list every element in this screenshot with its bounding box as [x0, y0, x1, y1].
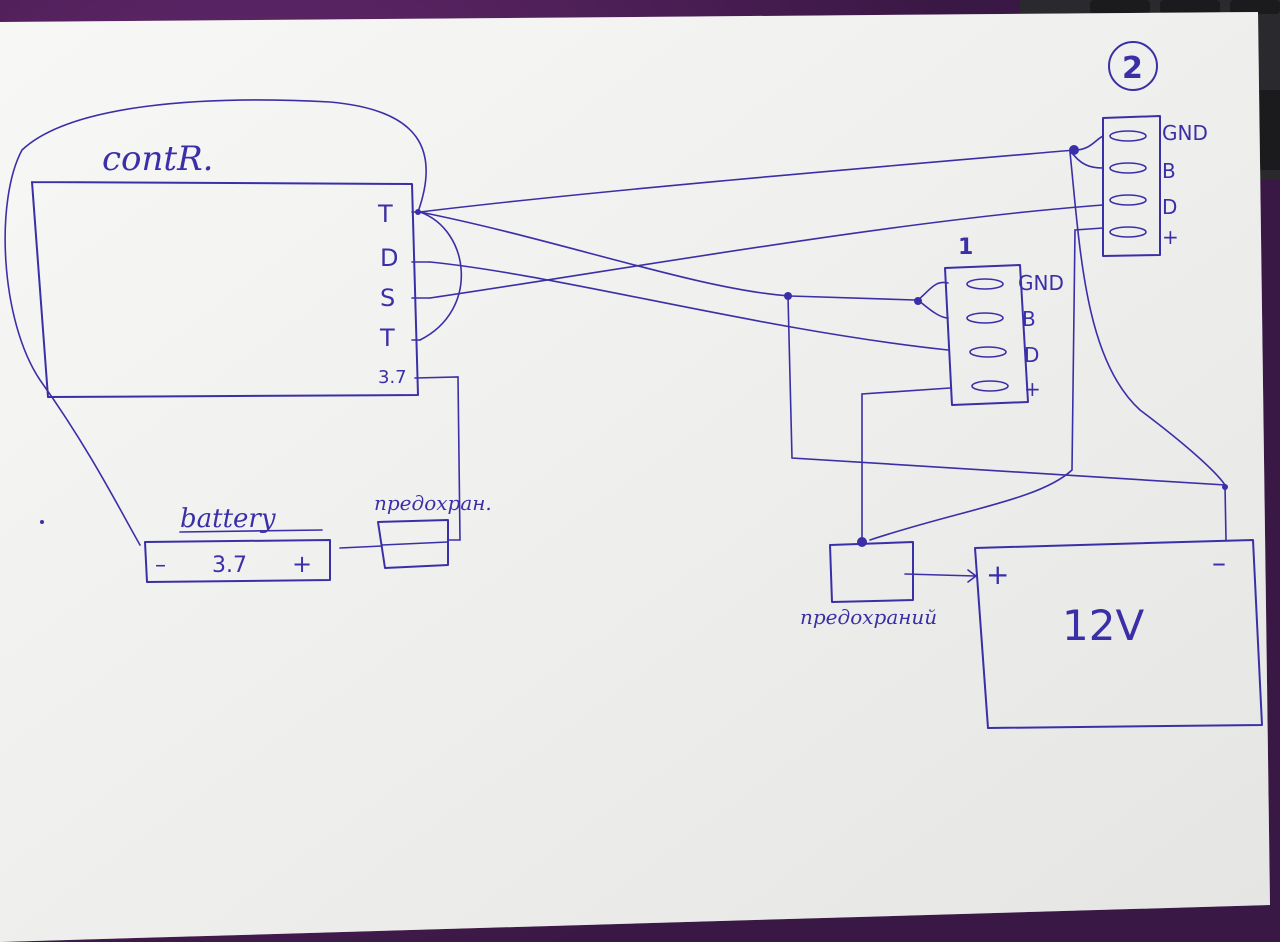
wire-fuse-to-12v-plus	[904, 573, 976, 577]
wire-t-to-module1-gnd	[419, 211, 916, 301]
junction-dot	[914, 297, 922, 305]
module-1-pin-slot	[966, 278, 1004, 290]
module-2-pin-slot	[1109, 130, 1147, 142]
controller-pin-s: S	[380, 284, 395, 312]
left-fuse: предохран.	[374, 491, 492, 569]
module-2-pin-slot	[1109, 226, 1147, 238]
module-2-pin-b: B	[1162, 159, 1176, 183]
module-2-pin-slot	[1109, 194, 1147, 206]
wire-t-to-module2-gnd	[419, 149, 1076, 213]
controller-outline	[31, 181, 419, 398]
controller-title: contR.	[102, 139, 213, 179]
junction-dot	[1069, 145, 1079, 155]
laptop-key	[1160, 0, 1220, 14]
wire-d-to-module1-d	[429, 261, 949, 351]
battery-plus: +	[292, 550, 312, 578]
module-1-pin-d: D	[1024, 343, 1039, 367]
paper-shading	[0, 12, 1270, 942]
wire-3v7-to-fuse	[414, 376, 461, 541]
module-1-number: 1	[958, 235, 973, 260]
module-1-pin-gnd: GND	[1018, 271, 1064, 295]
laptop-key	[1090, 0, 1150, 14]
battery-minus: –	[155, 553, 166, 578]
t-pin-bridge-arc	[419, 211, 463, 341]
battery-label: battery	[180, 504, 276, 534]
wire-gnd-to-12v-minus	[787, 295, 1227, 541]
module-1-pin-b: B	[1022, 307, 1036, 331]
right-fuse: предохраний	[800, 541, 937, 629]
battery-voltage: 3.7	[212, 553, 247, 578]
big-battery-plus: +	[986, 558, 1009, 591]
small-battery: battery – 3.7 +	[144, 504, 331, 583]
wire-module1-plus-to-fuse	[861, 387, 951, 541]
big-battery-outline	[974, 539, 1263, 729]
junction-dot	[415, 209, 421, 215]
wire-battery-to-fuse	[339, 545, 383, 549]
controller-loop-wire	[4, 99, 427, 546]
big-battery-voltage: 12V	[1062, 601, 1144, 650]
big-battery-minus: –	[1212, 546, 1226, 579]
left-fuse-outline	[377, 519, 449, 569]
module-2-pin-gnd: GND	[1162, 121, 1208, 145]
controller-pin-3v7: 3.7	[378, 367, 407, 388]
right-fuse-label: предохраний	[800, 605, 937, 629]
junction-dot	[1222, 484, 1228, 490]
module-1-pin-plus: +	[1024, 377, 1041, 401]
right-fuse-outline	[829, 541, 914, 603]
module-1-outline	[944, 264, 1029, 406]
controller-pin-t1: T	[377, 200, 393, 228]
module-1-pin-slot	[971, 380, 1009, 392]
junction-dot	[857, 537, 867, 547]
controller-pin-t2: T	[379, 324, 395, 352]
module-2-pin-plus: +	[1162, 225, 1179, 249]
small-battery-outline	[144, 539, 331, 583]
wire-s-to-module2-d	[429, 204, 1104, 299]
module-2-pin-slot	[1109, 162, 1147, 174]
small-battery-underline	[179, 529, 323, 533]
laptop-key	[1230, 0, 1280, 14]
arrow-head	[967, 569, 978, 583]
controller-pin-d: D	[380, 244, 398, 272]
pen-mark	[40, 520, 44, 524]
controller-box: contR. T D S T 3.7	[4, 99, 463, 546]
left-fuse-element	[381, 541, 449, 546]
big-battery: + – 12V	[974, 539, 1263, 729]
module-1-pin-slot	[966, 312, 1004, 324]
left-fuse-label: предохран.	[374, 491, 492, 515]
module-2-number-circle	[1108, 41, 1158, 91]
module-1: 1 GND B D +	[944, 235, 1064, 406]
wire-module1-gnd-stub	[917, 281, 949, 301]
module-2-outline	[1102, 115, 1161, 257]
module-2-number: 2	[1122, 51, 1143, 86]
module-2: 2 GND B D +	[1102, 41, 1208, 257]
module-2-pin-d: D	[1162, 195, 1177, 219]
module-1-pin-slot	[969, 346, 1007, 358]
wire-module2-to-12v-minus	[1069, 151, 1226, 486]
wire-module2-plus-to-fuse	[869, 227, 1104, 541]
